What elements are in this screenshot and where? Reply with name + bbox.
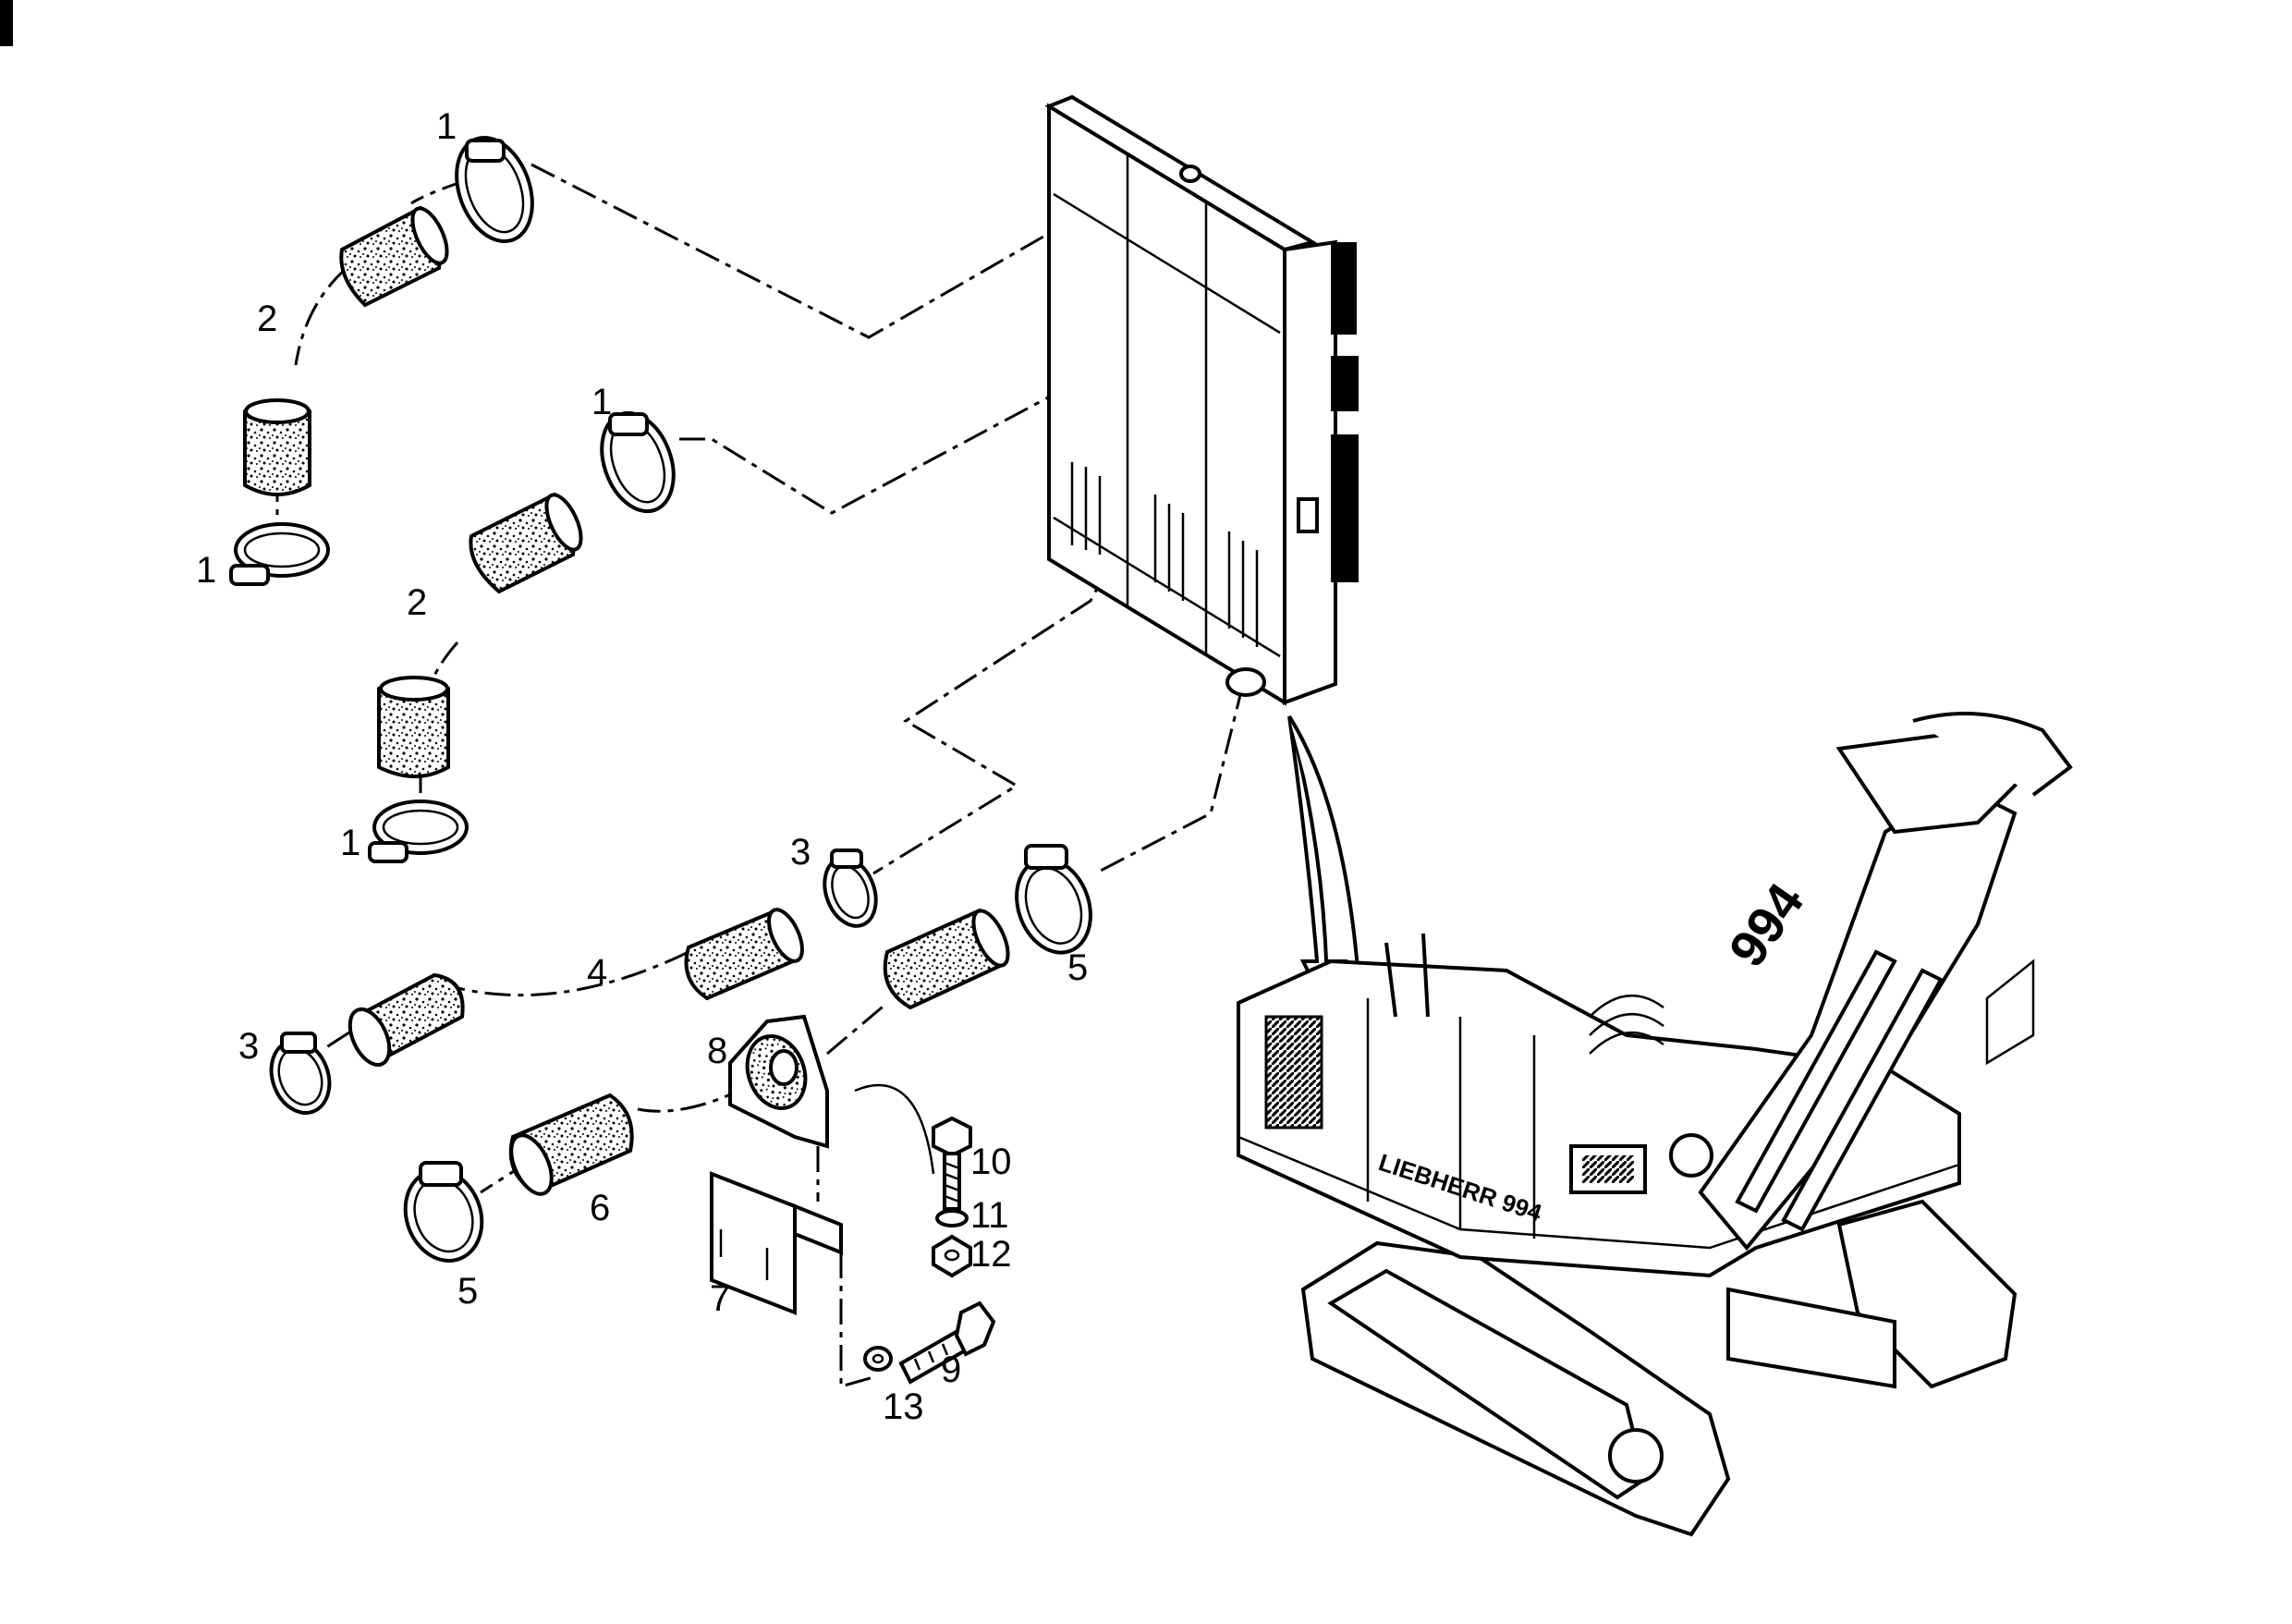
- fastener-leader-curve: [854, 1083, 935, 1175]
- hex-nut-12: [932, 1234, 972, 1278]
- excavator-drive-sprocket: [1608, 1428, 1664, 1484]
- callout-3: 3: [238, 1026, 259, 1067]
- callout-11: 11: [970, 1195, 1009, 1236]
- leader-line-bottom-outlet: [1094, 683, 1245, 875]
- registration-mark: [0, 0, 13, 46]
- callout-1: 1: [340, 823, 360, 863]
- callout-1: 1: [436, 106, 457, 147]
- leader-line-bolt-9: [839, 1252, 874, 1388]
- radiator-edge-shading-upper: [1331, 242, 1357, 335]
- excavator-side-grille: [1582, 1155, 1634, 1183]
- radiator-filler-neck: [1179, 165, 1201, 183]
- radiator-fins: [1070, 462, 1259, 647]
- callout-1: 1: [591, 382, 612, 422]
- leader-line-upper-hose: [530, 163, 1110, 339]
- excavator-boom-pivot: [1669, 1133, 1713, 1178]
- hose-clamp-1c: [600, 410, 676, 514]
- callout-2: 2: [407, 582, 427, 623]
- excavator-boom-label: 994: [1717, 873, 1814, 977]
- callout-4: 4: [587, 952, 607, 993]
- excavator-deck-line: [1237, 1135, 1960, 1250]
- radiator-edge-shading-lower: [1331, 434, 1359, 582]
- radiator-assembly: [1044, 94, 1359, 706]
- excavator-panel-lines: [1366, 998, 1536, 1239]
- callout-labels: 1 2 1 1 2 1 3 4 5 3 8 6 5 7 10 11 12 9 1…: [196, 106, 1088, 1427]
- excavator-walkway-rail: [1985, 959, 2035, 1066]
- excavator-radiator-grille: [1264, 1015, 1323, 1129]
- hose-2a-upper: [339, 205, 449, 308]
- support-bracket-8: [728, 1014, 829, 1149]
- excavator-hydraulic-cylinder-1: [1735, 949, 1897, 1214]
- callout-2: 2: [257, 299, 277, 339]
- callout-7: 7: [710, 1278, 730, 1319]
- hose-clamp-1b: [229, 522, 330, 586]
- hose-2b-upper: [469, 492, 583, 594]
- excavator-exhaust-stacks: [1384, 933, 1430, 1018]
- radiator-bottom-outlet: [1225, 667, 1266, 697]
- hex-bolt-9: [898, 1300, 996, 1385]
- excavator-hydraulic-cylinder-2: [1781, 968, 1944, 1232]
- hose-clamp-1d: [368, 800, 469, 863]
- hose-4-left: [347, 972, 465, 1067]
- radiator-cap-plate: [1297, 497, 1319, 533]
- hose-clamp-5b: [403, 1161, 484, 1263]
- callout-5: 5: [457, 1271, 478, 1312]
- leader-line-mid-hose: [679, 294, 1239, 515]
- location-arrow-curve: [1287, 714, 1360, 981]
- hose-2b-lower: [377, 676, 450, 778]
- washer-13: [863, 1346, 893, 1372]
- hose-clamp-3b: [269, 1032, 332, 1115]
- hex-nut-12-hole: [944, 1249, 960, 1262]
- washer-13-hole: [872, 1353, 884, 1364]
- excavator-illustration: LIEBHERR 994 994: [1237, 712, 2073, 1537]
- hex-bolt-10: [932, 1116, 972, 1211]
- hose-clamp-1a: [455, 135, 534, 244]
- radiator-core: [1047, 103, 1286, 706]
- callout-12: 12: [970, 1234, 1012, 1275]
- washer-11: [935, 1209, 969, 1227]
- excavator-bucket-outline: [1912, 712, 2073, 797]
- hose-2a-lower: [243, 398, 311, 496]
- callout-9: 9: [941, 1349, 961, 1390]
- hose-5-connector: [883, 908, 1010, 1010]
- hose-clamp-3a: [823, 849, 878, 928]
- hose-6: [508, 1093, 634, 1196]
- hose-4-right: [684, 908, 804, 1001]
- radiator-edge-shading-mid: [1331, 356, 1359, 411]
- excavator-carbody: [1726, 1287, 1896, 1389]
- callout-8: 8: [707, 1031, 727, 1071]
- callout-5: 5: [1067, 947, 1088, 988]
- mounting-plate-7: [710, 1171, 843, 1315]
- excavator-right-track: [1836, 1199, 2018, 1389]
- leader-line-hose-4: [443, 950, 689, 997]
- callout-6: 6: [590, 1188, 610, 1228]
- callout-3: 3: [790, 832, 811, 873]
- leader-line-hose-2a: [294, 266, 347, 366]
- callout-10: 10: [970, 1142, 1012, 1182]
- leader-line-bracket-8: [826, 1001, 888, 1056]
- excavator-hose-bundle: [1589, 994, 1664, 1055]
- callout-1: 1: [196, 550, 216, 591]
- callout-13: 13: [883, 1386, 924, 1427]
- hose-clamp-5a: [1015, 844, 1092, 955]
- radiator-side-frame: [1283, 239, 1337, 705]
- radiator-dividers: [1126, 153, 1208, 654]
